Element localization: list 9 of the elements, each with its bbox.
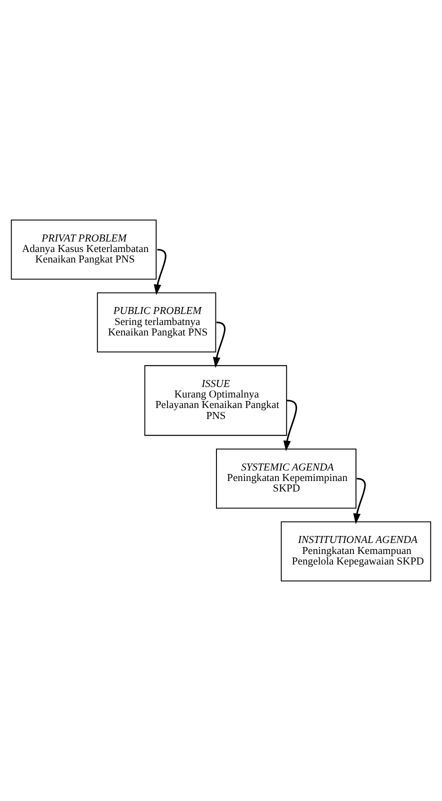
arrow bbox=[154, 248, 166, 296]
node-box: ISSUE Kurang Optimalnya Pelayanan Kenaikan Pangkat PNS bbox=[144, 365, 288, 436]
node-box: SYSTEMIC AGENDA Peningkatan Kepemimpinan SKPD bbox=[216, 448, 356, 509]
arrow bbox=[283, 400, 298, 452]
node-box: PUBLIC PROBLEM Sering terlambatnya Kenaikan Pangkat PNS bbox=[96, 292, 216, 352]
arrow bbox=[353, 478, 366, 524]
arrow bbox=[212, 322, 226, 368]
node-box: PRIVAT PROBLEM Adanya Kasus Keterlambatan Kenaikan Pangkat PNS bbox=[10, 220, 157, 280]
node-box: INSTITUTIONAL AGENDA Peningkatan Kemampuan Pengelola Kepegawaian SKPD bbox=[280, 521, 432, 582]
